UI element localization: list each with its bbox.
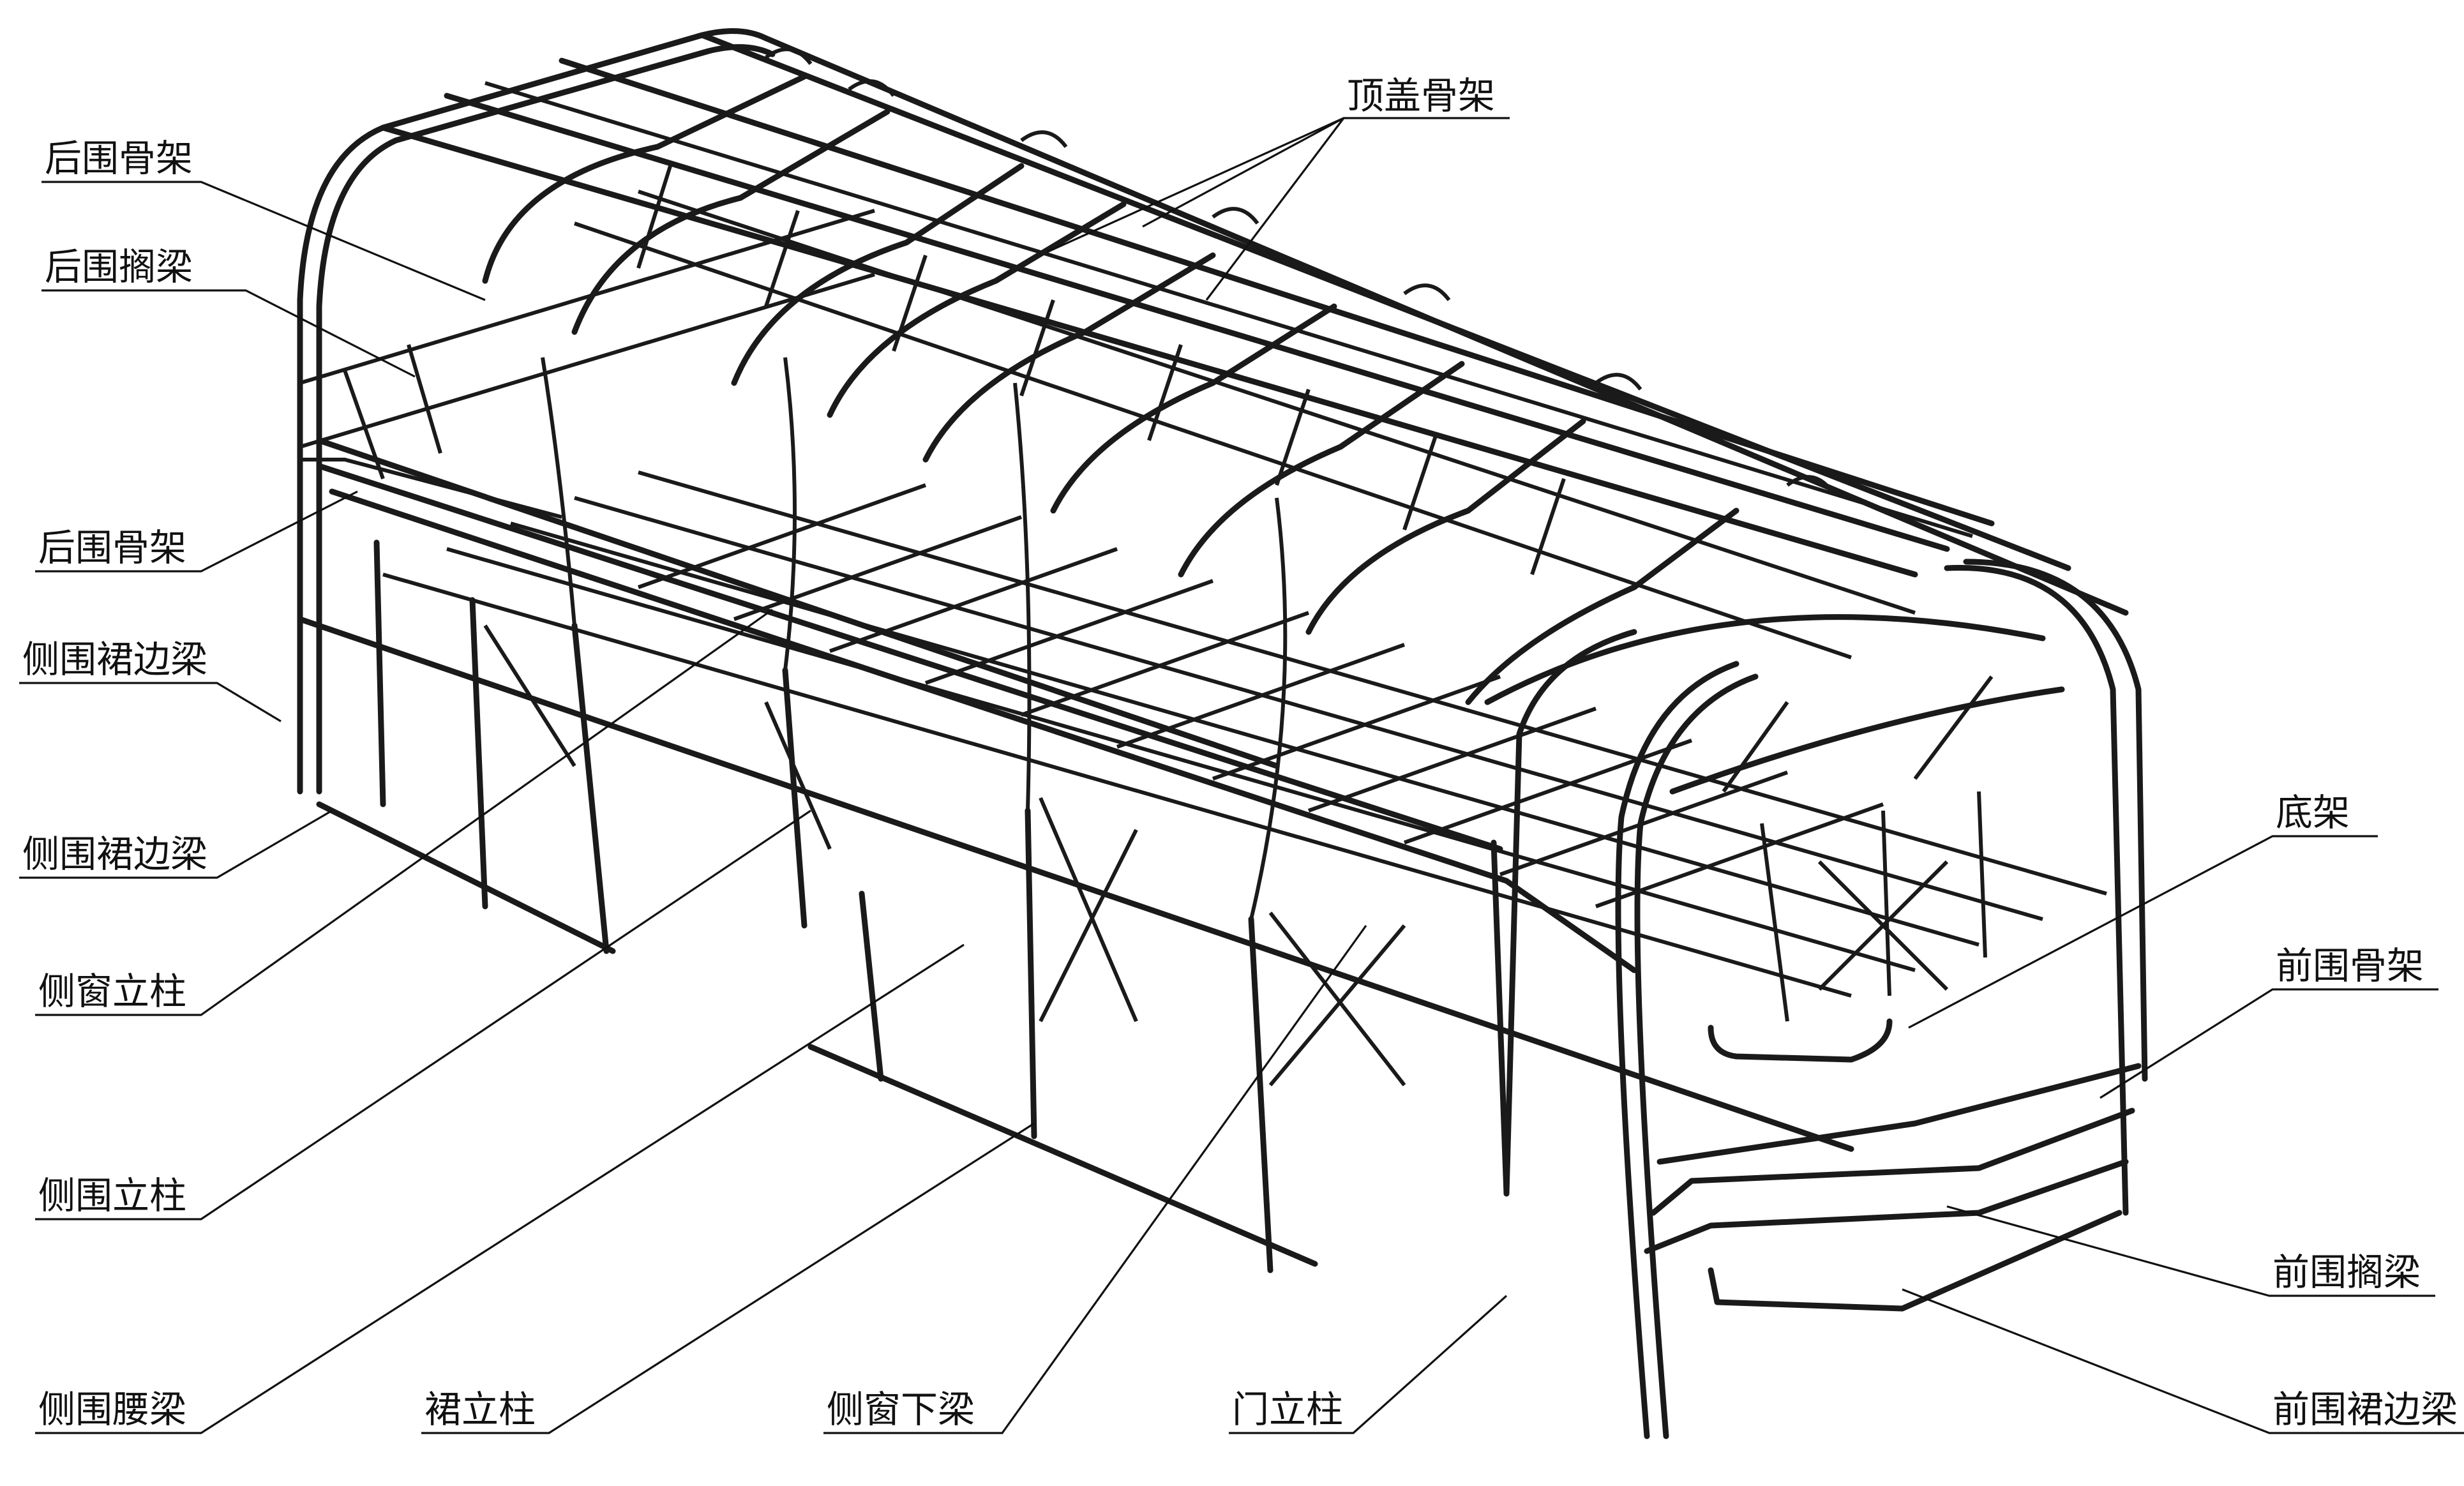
label-rear-crossbeam: 后围搁梁 bbox=[45, 245, 193, 289]
label-side-skirt-edge-beam-2: 侧围裙边梁 bbox=[22, 832, 207, 876]
chassis-structure bbox=[382, 470, 2107, 1063]
rear-frame-structure bbox=[297, 28, 875, 795]
label-side-window-lower-beam: 侧窗下梁 bbox=[827, 1388, 975, 1431]
label-front-crossbeam: 前围搁梁 bbox=[2272, 1250, 2421, 1294]
label-side-skirt-edge-beam-1: 侧围裙边梁 bbox=[22, 638, 207, 681]
label-side-waist-beam: 侧围腰梁 bbox=[38, 1388, 186, 1431]
label-door-post: 门立柱 bbox=[1232, 1388, 1343, 1431]
labels: 顶盖骨架 后围骨架 后围搁梁 后围骨架 侧围裙边梁 侧围裙边梁 侧窗立柱 侧围立… bbox=[22, 74, 2458, 1431]
label-front-skirt-edge-beam: 前围裙边梁 bbox=[2272, 1388, 2458, 1431]
label-skirt-post: 裙立柱 bbox=[424, 1388, 536, 1431]
label-side-post: 侧围立柱 bbox=[38, 1174, 186, 1217]
front-frame-structure bbox=[1484, 559, 2148, 1439]
label-side-window-post: 侧窗立柱 bbox=[38, 970, 186, 1013]
leader-lines bbox=[19, 117, 2464, 1434]
label-chassis: 底架 bbox=[2276, 791, 2350, 834]
label-front-frame: 前围骨架 bbox=[2276, 944, 2424, 987]
side-frame-structure bbox=[297, 357, 1854, 1273]
label-rear-frame-top: 后围骨架 bbox=[45, 137, 193, 180]
label-rear-frame-mid: 后围骨架 bbox=[38, 526, 186, 569]
label-roof-frame: 顶盖骨架 bbox=[1347, 74, 1495, 117]
bus-frame-drawing bbox=[297, 28, 2148, 1439]
roof-frame-structure bbox=[380, 32, 2129, 705]
